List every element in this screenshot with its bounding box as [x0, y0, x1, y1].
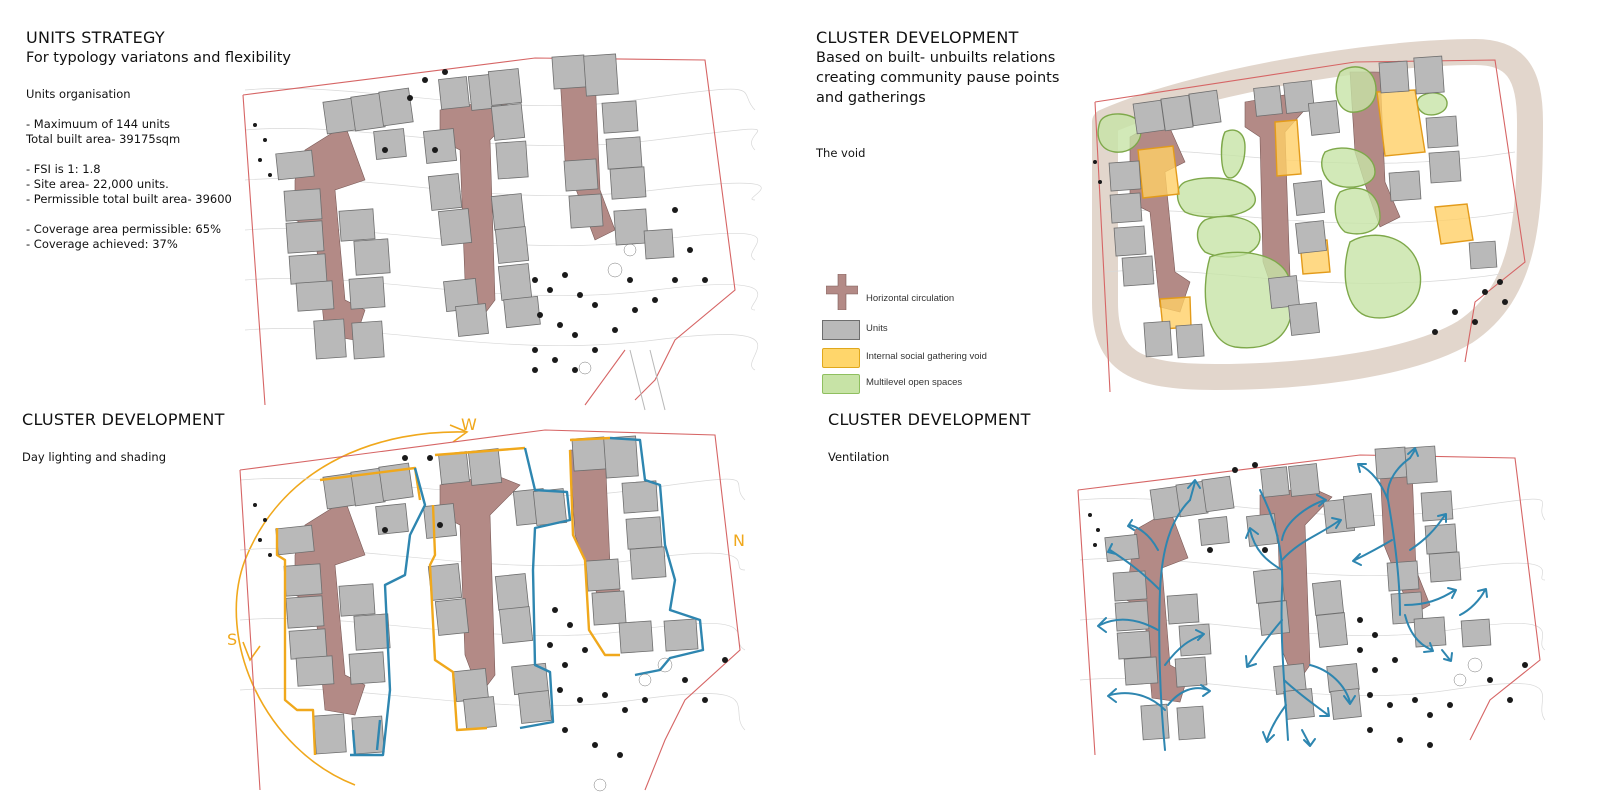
units-organisation-heading: Units organisation: [26, 87, 131, 101]
multilevel-open-spaces: [1097, 66, 1448, 349]
open-spaces-legend-swatch: [822, 374, 860, 394]
circulation-legend-swatch: [826, 274, 858, 310]
cluster-void-subtitle: Based on built- unbuilts relations creat…: [816, 50, 1060, 106]
gathering-void-legend-swatch: [822, 348, 860, 368]
units-blocks: [275, 53, 675, 360]
the-void-heading: The void: [816, 146, 866, 160]
sun-arrow-head: [449, 424, 469, 443]
cluster-void-title: CLUSTER DEVELOPMENT: [816, 28, 1019, 47]
units-blocks: [275, 435, 699, 755]
peripheral-band: [1092, 39, 1543, 390]
site-plan-void: [1092, 39, 1543, 393]
units-blocks: [1108, 55, 1498, 359]
legend-label-gathering-void: Internal social gathering void: [866, 351, 987, 362]
day-lighting-heading: Day lighting and shading: [22, 450, 166, 464]
site-plan-ventilation: [1077, 445, 1546, 756]
cluster-daylight-title: CLUSTER DEVELOPMENT: [22, 410, 225, 429]
ventilation-heading: Ventilation: [828, 450, 890, 464]
access-road: [629, 349, 666, 411]
site-boundary: [1077, 454, 1541, 756]
units-statistics: - Maximuum of 144 units Total built area…: [26, 117, 232, 251]
units-strategy-subtitle: For typology variatons and flexibility: [26, 50, 292, 66]
units-strategy-title: UNITS STRATEGY: [26, 28, 165, 47]
wind-flow-arrows: [1097, 447, 1488, 751]
site-plan-daylight: W N S: [227, 415, 746, 792]
cluster-ventilation-title: CLUSTER DEVELOPMENT: [828, 410, 1031, 429]
sun-arrow-tail: [242, 641, 261, 662]
trees: [253, 69, 708, 375]
compass-n: N: [733, 531, 745, 550]
legend-label-open-spaces: Multilevel open spaces: [866, 377, 963, 388]
trees: [253, 455, 728, 792]
trees: [1093, 160, 1508, 335]
site-boundary: [1094, 59, 1526, 393]
sun-path-arc: [235, 431, 466, 786]
site-plan-units: [242, 53, 762, 411]
compass-w: W: [461, 415, 477, 434]
site-boundary: [239, 429, 741, 791]
legend: Horizontal circulation Units Internal so…: [822, 272, 1022, 400]
units-legend-swatch: [822, 320, 860, 340]
legend-label-units: Units: [866, 323, 888, 334]
trees: [1088, 462, 1528, 748]
legend-label-circulation: Horizontal circulation: [866, 293, 955, 304]
shaded-edges: [350, 436, 705, 757]
units-blocks: [1104, 445, 1492, 741]
site-boundary: [242, 57, 736, 406]
compass-s: S: [227, 630, 237, 649]
